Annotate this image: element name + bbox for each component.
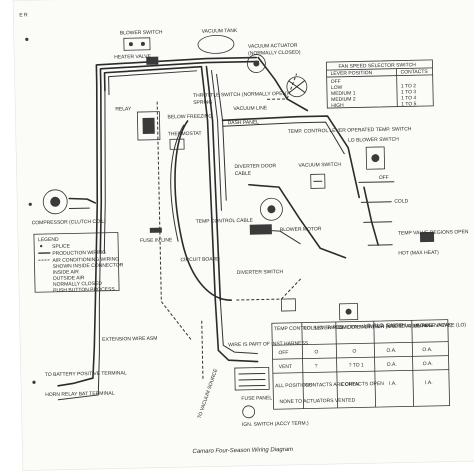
table-r2-c4: I.A. [425, 380, 433, 386]
fan-row-3: MEDIUM 2 [331, 96, 356, 103]
diagram-caption: Camaro Four-Season Wiring Diagram [192, 447, 293, 455]
binder-holes [25, 37, 36, 384]
thermostat [169, 138, 185, 150]
legend: LEGEND SPLICE PRODUCTION WIRING AIR COND… [33, 232, 124, 294]
table-r2-c2: CONTACTS OPEN [341, 381, 384, 388]
fan-row-4: HIGH [331, 103, 344, 109]
table-header-2: DIVERTER SWITCH (VAC TO AIR INTAKE VALVE… [338, 323, 453, 331]
legend-item-0: SPLICE [52, 243, 71, 249]
label-circuit-board: CIRCUIT BOARD [180, 256, 220, 263]
legend-item-3: SHOWN INSIDE CONNECTOR [53, 262, 124, 269]
legend-item-6: NORMALLY CLOSED [53, 281, 103, 288]
table-r0-c0: OFF [278, 350, 288, 356]
table-r0-c2: O [352, 349, 356, 355]
label-cable: CABLE [235, 171, 252, 177]
label-temp-control-cable: TEMP CONTROL CABLE [196, 218, 254, 225]
label-thermostat: THERMOSTAT [168, 131, 202, 138]
table-r2-c3: I.A. [389, 381, 397, 387]
label-temp-valve: TEMP VALVE REGIONS OPEN [398, 229, 469, 236]
table-r1-c3: O.A. [387, 362, 397, 368]
label-temp-control-lever: TEMP. CONTROL LEVER OPERATED TEMP. SWITC… [288, 126, 412, 135]
table-r0-c1: O [314, 349, 318, 355]
label-normally-closed: (NORMALLY CLOSED) [248, 50, 301, 57]
fan-table-header-position: LEVER POSITION [331, 70, 373, 77]
wiring-harness [57, 56, 360, 401]
label-wire-part-harness: WIRE IS PART OF INST HARNESS [228, 341, 309, 349]
label-throttle-switch: THROTTLE SWITCH (NORMALLY OPEN) [193, 91, 288, 99]
vacuum-tank [197, 34, 235, 54]
legend-item-4: INSIDE AIR [53, 269, 80, 276]
components [42, 34, 435, 419]
label-blower-motor: BLOWER MOTOR [280, 226, 322, 233]
label-vacuum-switch: VACUUM SWITCH [298, 162, 341, 169]
table-r0-c3: O.A. [386, 348, 396, 354]
inline-fuse [149, 227, 162, 233]
legend-item-7: PUSH BUTTON PROCESS [53, 287, 115, 294]
compressor [42, 189, 68, 215]
label-extension-wire: EXTENSION WIRE ASM [102, 336, 157, 343]
blower-switch [123, 37, 151, 51]
corner-text: E R [19, 12, 28, 18]
table-note: NONE TO ACTUATORS VENTED [279, 398, 355, 406]
label-spring: SPRING [193, 99, 212, 105]
label-off: OFF [379, 175, 389, 181]
legend-item-5: OUTSIDE AIR [53, 275, 85, 282]
table-header-3: AIR INTAKE VALVE POS. [376, 323, 434, 330]
fan-table-title: FAN SPEED SELECTOR SWITCH [338, 62, 416, 70]
table-r1-c4: O.A. [423, 361, 433, 367]
label-battery-positive: TO BATTERY POSITIVE TERMINAL [45, 370, 127, 378]
blower-motor [260, 197, 283, 221]
label-fuse: FUSE IN LINE [140, 237, 173, 244]
table-r1-c0: VENT [279, 364, 292, 370]
fan-speed-switch [365, 146, 386, 170]
legend-item-1: PRODUCTION WIRING [52, 250, 106, 257]
label-below-freezing: BELOW FREEZING [167, 113, 212, 120]
legend-item-2: AIR CONDITIONING WIRING [52, 256, 119, 263]
label-fuse-panel: FUSE PANEL [241, 395, 272, 402]
label-max-heat: HOT (MAX HEAT) [398, 250, 439, 257]
label-cold: COLD [394, 198, 408, 204]
fan-row-2-contacts: 1 TO 3 [401, 89, 416, 95]
label-heater-valve: HEATER VALVE [114, 54, 151, 61]
label-vacuum-tank: VACUUM TANK [202, 28, 238, 35]
fan-row-3-contacts: 1 TO 4 [401, 95, 416, 101]
label-horn-relay: HORN RELAY BAT TERMINAL [45, 391, 115, 398]
table-r2-c0: ALL POSITIONS [275, 382, 313, 389]
label-lo-blower-switch: LO BLOWER SWITCH [348, 137, 399, 144]
label-relay: RELAY [115, 106, 132, 112]
relay [136, 111, 161, 141]
position-table: TEMP CONTROL LEVER POS. LO. BLO. SWITCH … [271, 319, 467, 410]
table-header-1: LO. BLO. SWITCH CONTACTS [304, 324, 375, 331]
label-ign-switch: IGN. SWITCH (ACCY TERM.) [242, 421, 309, 428]
label-diverter-switch: DIVERTER SWITCH [237, 269, 284, 276]
label-compressor: COMPRESSOR (CLUTCH COIL) [32, 219, 107, 227]
label-blower-switch: BLOWER SWITCH [120, 30, 163, 37]
fan-row-0: OFF [331, 79, 341, 85]
legend-title: LEGEND [38, 237, 59, 243]
label-lo-blo: LO. BLO. SWITCH [364, 322, 406, 329]
fan-row-1: LOW [331, 85, 343, 91]
fan-speed-table: FAN SPEED SELECTOR SWITCH LEVER POSITION… [325, 59, 434, 109]
table-r0-c4: O.A. [422, 347, 432, 353]
label-vacuum-actuator: VACUUM ACTUATOR [248, 43, 298, 50]
table-r1-c2: ? TO 1 [349, 362, 364, 368]
fan-row-2: MEDIUM 1 [331, 90, 356, 97]
fan-row-4-contacts: 1 TO 5 [401, 101, 416, 107]
fuse-panel [234, 366, 270, 391]
table-header-4: BLOWER INTAKE (LO) [414, 322, 467, 329]
table-r2-c1: CONTACTS ARE OPEN [305, 381, 360, 388]
label-vacuum-line: VACUUM LINE [233, 105, 268, 112]
label-dash-panel: DASH PANEL [228, 120, 260, 127]
fan-row-1-contacts: 1 TO 2 [401, 83, 416, 89]
table-r1-c1: ? [315, 363, 318, 369]
fan-table-header-contacts: CONTACTS [401, 69, 429, 76]
table-header-0: TEMP CONTROL LEVER POS. [274, 325, 345, 332]
label-diverter-door: DIVERTER DOOR [234, 163, 276, 170]
vacuum-actuator [246, 54, 266, 73]
